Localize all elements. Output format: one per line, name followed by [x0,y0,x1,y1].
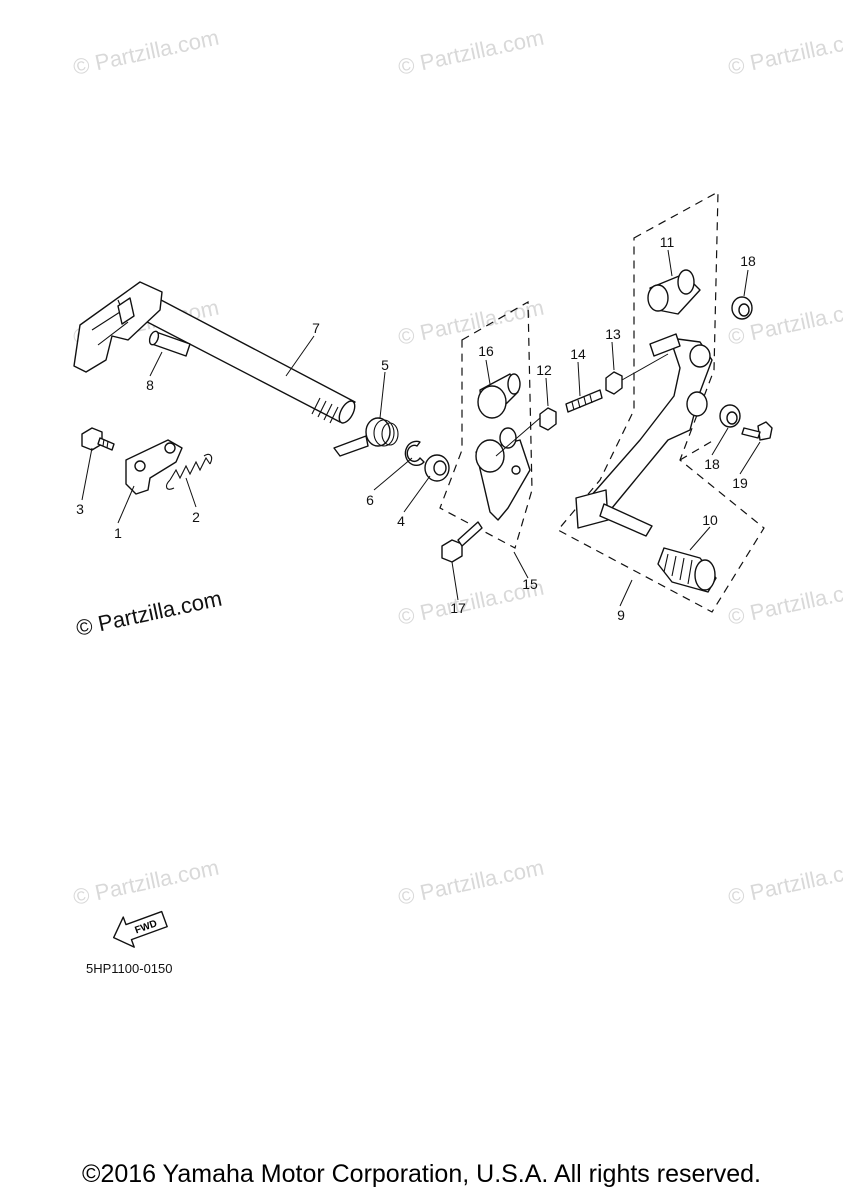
callout-14: 14 [570,346,586,362]
callout-13: 13 [605,326,621,342]
callout-18-top: 18 [740,253,756,269]
return-spring [165,453,213,490]
nut-12 [539,407,557,431]
callout-3: 3 [76,501,84,517]
callout-18-bottom: 18 [704,456,720,472]
callout-8: 8 [146,377,154,393]
dowel-pin [148,330,191,357]
shift-rod [565,389,603,413]
nut-13 [605,371,623,395]
callout-19: 19 [732,475,748,491]
fwd-arrow: FWD [112,910,168,948]
watermark: © Partzilla.com [396,25,546,80]
callout-2: 2 [192,509,200,525]
callout-1: 1 [114,525,122,541]
callout-17: 17 [450,600,466,616]
callout-12: 12 [536,362,552,378]
callout-16: 16 [478,343,494,359]
callout-leaders [81,249,761,607]
watermark: © Partzilla.com [726,25,843,80]
diagram-code: 5HP1100-0150 [86,961,173,976]
watermark: © Partzilla.com [71,25,221,80]
shift-pedal [575,333,713,537]
washer-18-top [731,296,753,320]
watermark: © Partzilla.com [726,575,843,630]
joint-16 [477,373,521,419]
callout-9: 9 [617,607,625,623]
callout-15: 15 [522,576,538,592]
copyright-footer: ©2016 Yamaha Motor Corporation, U.S.A. A… [82,1160,761,1188]
watermark: © Partzilla.com [726,855,843,910]
assembly-outline-9-inner [679,439,715,461]
washer [424,454,450,482]
watermark: © Partzilla.com [396,295,546,350]
shift-shaft [73,281,356,424]
joint-11 [647,269,701,315]
assembly-outline-15 [439,300,533,549]
partzilla-copyright: © Partzilla.com [74,586,224,641]
bolt-19 [741,421,773,441]
torsion-spring [333,417,399,457]
bolt-17 [441,521,483,563]
callout-11: 11 [660,234,675,250]
callout-6: 6 [366,492,374,508]
shift-arm [475,427,531,521]
pedal-rubber [657,547,717,593]
washer-18-bottom [719,404,741,428]
callout-7: 7 [312,320,320,336]
watermark: © Partzilla.com [396,855,546,910]
callouts: 1 2 3 4 5 6 7 8 9 10 11 12 13 14 15 16 1… [76,234,756,623]
circlip [404,440,425,467]
watermark: © Partzilla.com [71,855,221,910]
callout-10: 10 [702,512,718,528]
callout-4: 4 [397,513,405,529]
stopper-lever [125,439,183,495]
assembly-outline-9 [557,190,765,613]
callout-5: 5 [381,357,389,373]
bolt-3 [81,427,115,451]
